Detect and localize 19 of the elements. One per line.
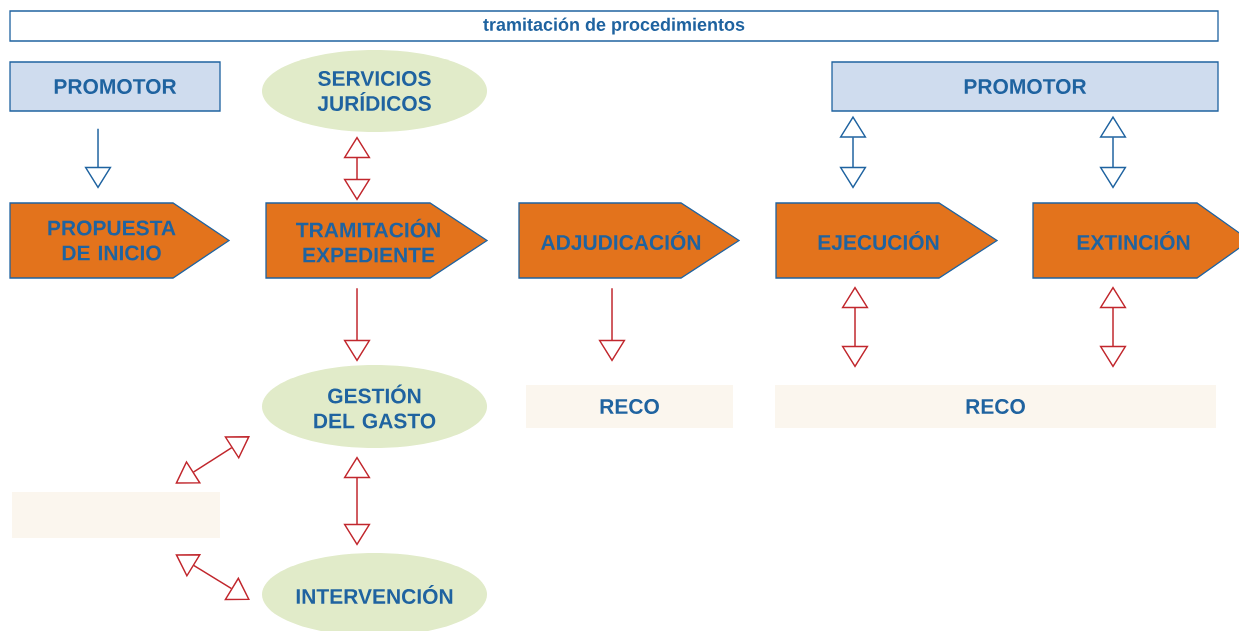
title-bar: tramitación de procedimientos <box>9 10 1219 42</box>
arrow <box>343 136 371 201</box>
process-step: ADJUDICACIÓN <box>518 202 741 279</box>
process-step: PROPUESTA DE INICIO <box>9 202 231 279</box>
arrow <box>175 436 250 484</box>
arrow <box>84 127 112 189</box>
process-step: EJECUCIÓN <box>775 202 999 279</box>
process-step: EXTINCIÓN <box>1032 202 1239 279</box>
system-box: RECO <box>775 385 1216 428</box>
arrow <box>343 287 371 362</box>
system-box: RECO <box>526 385 733 428</box>
arrow <box>841 286 869 368</box>
arrow <box>598 287 626 362</box>
arrow <box>175 554 250 601</box>
actor-box: PROMOTOR <box>831 61 1219 112</box>
actor-box: PROMOTOR <box>9 61 221 112</box>
arrow <box>1099 286 1127 368</box>
arrow <box>343 456 371 546</box>
process-step: TRAMITACIÓN EXPEDIENTE <box>265 202 489 279</box>
